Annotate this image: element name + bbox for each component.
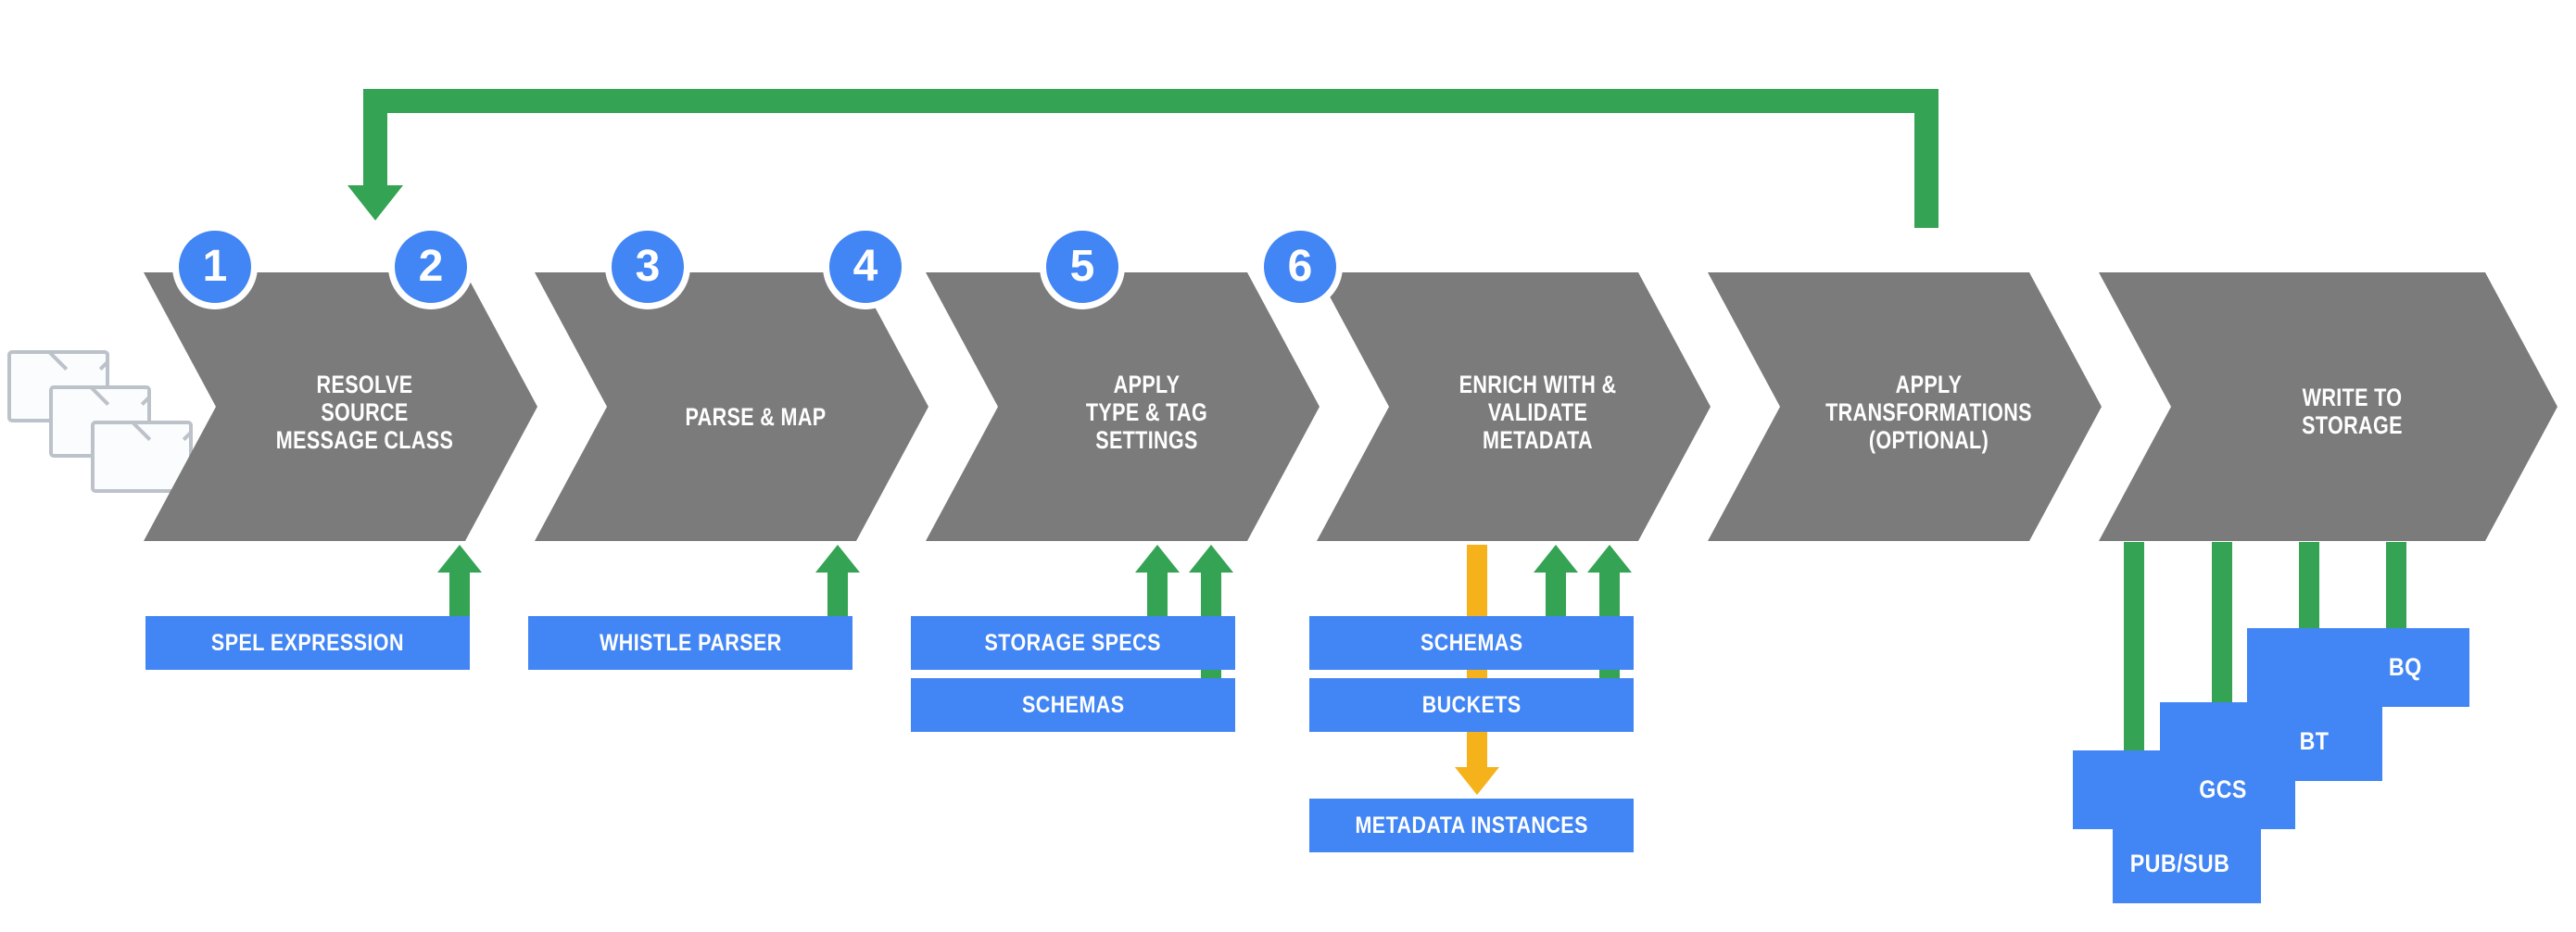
- pipeline-step-1[interactable]: RESOLVE SOURCE MESSAGE CLASS: [144, 272, 537, 541]
- sink-bq[interactable]: BQ: [2247, 628, 2469, 707]
- envelope-icon: [91, 421, 193, 493]
- resource-whistle-parser-label: WHISTLE PARSER: [599, 629, 782, 656]
- resource-schemas-step3[interactable]: SCHEMAS: [911, 678, 1235, 732]
- sink-gcs-label: GCS: [2199, 775, 2247, 803]
- resource-whistle-parser[interactable]: WHISTLE PARSER: [528, 616, 852, 670]
- resource-buckets-label: BUCKETS: [1421, 691, 1522, 718]
- pipeline-step-2-label: PARSE & MAP: [685, 403, 827, 431]
- feedback-loop-left-segment: [363, 89, 387, 191]
- sink-pubsub[interactable]: PUB/SUB: [2113, 825, 2261, 903]
- feedback-loop-arrowhead-icon: [347, 185, 403, 220]
- resource-storage-specs[interactable]: STORAGE SPECS: [911, 616, 1235, 670]
- step-number-badge-3: 3: [605, 224, 690, 309]
- pipeline-step-6[interactable]: WRITE TO STORAGE: [2099, 272, 2557, 541]
- step-number-badge-6: 6: [1257, 224, 1343, 309]
- resource-spel-expression[interactable]: SPEL EXPRESSION: [145, 616, 470, 670]
- pipeline-step-1-label: RESOLVE SOURCE MESSAGE CLASS: [275, 371, 454, 455]
- step-number-badge-5: 5: [1040, 224, 1125, 309]
- pipeline-step-3-label: APPLY TYPE & TAG SETTINGS: [1085, 371, 1208, 455]
- resource-buckets[interactable]: BUCKETS: [1309, 678, 1634, 732]
- pipeline-step-4-label: ENRICH WITH & VALIDATE METADATA: [1458, 371, 1617, 455]
- resource-metadata-instances[interactable]: METADATA INSTANCES: [1309, 799, 1634, 852]
- pipeline-step-4[interactable]: ENRICH WITH & VALIDATE METADATA: [1317, 272, 1711, 541]
- sink-bt-label: BT: [2299, 727, 2330, 755]
- resource-schemas-step4[interactable]: SCHEMAS: [1309, 616, 1634, 670]
- sink-bq-label: BQ: [2388, 653, 2422, 681]
- feedback-loop-right-segment: [1914, 89, 1938, 228]
- sink-gcs[interactable]: GCS: [2073, 750, 2295, 829]
- sink-pubsub-label: PUB/SUB: [2129, 850, 2230, 877]
- pipeline-step-2[interactable]: PARSE & MAP: [535, 272, 928, 541]
- resource-schemas-step4-label: SCHEMAS: [1420, 629, 1523, 656]
- resource-spel-expression-label: SPEL EXPRESSION: [211, 629, 404, 656]
- step-number-badge-4: 4: [823, 224, 908, 309]
- step-number-badge-2: 2: [388, 224, 474, 309]
- resource-storage-specs-label: STORAGE SPECS: [984, 629, 1162, 656]
- incoming-messages-icon: [7, 350, 193, 498]
- pipeline-step-6-label: WRITE TO STORAGE: [2302, 384, 2403, 440]
- resource-metadata-instances-label: METADATA INSTANCES: [1355, 812, 1588, 838]
- pipeline-step-5[interactable]: APPLY TRANSFORMATIONS (OPTIONAL): [1708, 272, 2102, 541]
- pipeline-step-5-label: APPLY TRANSFORMATIONS (OPTIONAL): [1825, 371, 2032, 455]
- arrow-step4-to-metadata-instances: [1455, 545, 1499, 795]
- resource-schemas-step3-label: SCHEMAS: [1021, 691, 1125, 718]
- step-number-badge-1: 1: [172, 224, 258, 309]
- pipeline-step-3[interactable]: APPLY TYPE & TAG SETTINGS: [926, 272, 1320, 541]
- feedback-loop-top-segment: [363, 89, 1938, 113]
